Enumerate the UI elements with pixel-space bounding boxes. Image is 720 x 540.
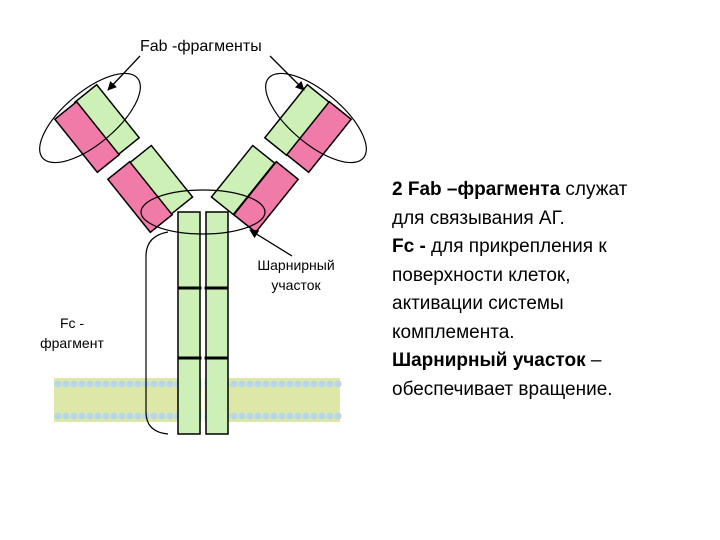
desc-line-8: обеспечивает вращение. [392,376,712,405]
lipid-head [166,412,173,419]
desc-line-5: активации системы [392,290,712,319]
lipid-head [54,380,61,387]
lipid-head [70,380,77,387]
lipid-head [86,412,93,419]
description-text: 2 Fab –фрагмента служат для связывания А… [392,176,712,404]
desc-line-1: 2 Fab –фрагмента служат [392,176,712,205]
desc-line-3: Fc - для прикрепления к [392,233,712,262]
hinge-label-line2: участок [236,275,356,295]
lipid-head [262,380,269,387]
lipid-head [62,412,69,419]
fc-stem [178,212,228,434]
lipid-head [246,412,253,419]
lipid-head [62,380,69,387]
lipid-head [286,412,293,419]
lipid-head [230,380,237,387]
heavy-chain-left-stem [178,212,200,434]
hinge-label: Шарнирный участок [236,255,356,295]
lipid-head [126,380,133,387]
lipid-head [270,412,277,419]
lipid-head [86,380,93,387]
lipid-head [126,412,133,419]
lipid-head [254,380,261,387]
lipid-head [302,380,309,387]
lipid-head [150,412,157,419]
lipid-head [102,380,109,387]
heavy-chain-right-stem [206,212,228,434]
desc-line-4: поверхности клеток, [392,262,712,291]
lipid-head [326,412,333,419]
lipid-head [102,412,109,419]
lipid-head [238,412,245,419]
fab-arrow-left [108,56,140,90]
lipid-head [94,412,101,419]
lipid-head [318,380,325,387]
lipid-head [118,380,125,387]
lipid-head [78,380,85,387]
fab-arrow-right [270,56,304,90]
lipid-head [158,412,165,419]
lipid-head [230,412,237,419]
lipid-head [310,380,317,387]
lipid-head [150,380,157,387]
lipid-head [54,412,61,419]
fc-label-line2: фрагмент [22,333,122,353]
lipid-head [278,380,285,387]
lipid-head [254,412,261,419]
lipid-head [310,412,317,419]
desc-line-7: Шарнирный участок – [392,347,712,376]
lipid-head [70,412,77,419]
fc-fragment-label: Fc - фрагмент [22,313,122,353]
lipid-head [278,412,285,419]
lipid-head [134,412,141,419]
hinge-arrow [250,230,292,256]
lipid-head [94,380,101,387]
lipid-head [294,412,301,419]
lipid-head [246,380,253,387]
lipid-head [262,412,269,419]
lipid-head [318,412,325,419]
lipid-head [238,380,245,387]
lipid-head [302,412,309,419]
lipid-head [326,380,333,387]
lipid-head [134,380,141,387]
fc-label-line1: Fc - [22,313,122,333]
lipid-head [334,380,341,387]
fab-fragments-label: Fab -фрагменты [140,38,262,56]
lipid-head [110,412,117,419]
fab-arm-right [211,85,351,233]
lipid-head [334,412,341,419]
lipid-head [158,380,165,387]
lipid-head [286,380,293,387]
lipid-head [118,412,125,419]
lipid-head [166,380,173,387]
fab-arm-left [55,85,193,233]
hinge-label-line1: Шарнирный [236,255,356,275]
desc-line-2: для связывания АГ. [392,205,712,234]
desc-line-6: комплемента. [392,319,712,348]
lipid-head [110,380,117,387]
lipid-head [270,380,277,387]
lipid-head [78,412,85,419]
lipid-head [294,380,301,387]
